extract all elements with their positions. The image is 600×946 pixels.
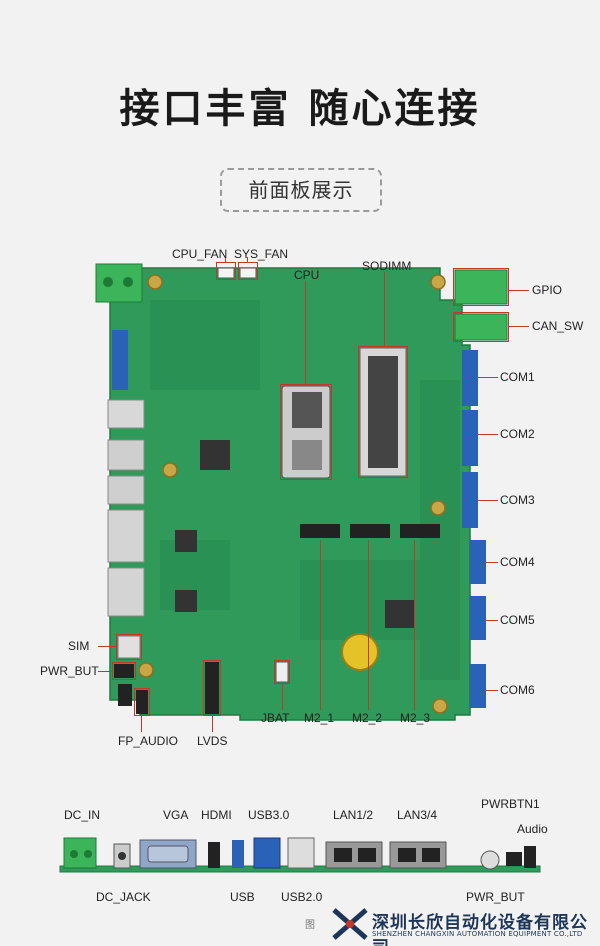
- label-fp-audio: FP_AUDIO: [118, 734, 179, 748]
- usb20-port: [287, 837, 315, 869]
- can-sw-terminal: [454, 313, 508, 341]
- lead-cpu: [305, 281, 306, 385]
- usb-port: [232, 840, 244, 868]
- label-com3: COM3: [500, 493, 535, 507]
- pwrbtn1-header: [506, 852, 522, 866]
- cpu-fan-box: [216, 262, 236, 280]
- fp-audio-box: [134, 688, 150, 716]
- label-m2-3: M2_3: [400, 711, 431, 725]
- m2-slot-1: [300, 524, 340, 538]
- sys-fan-box: [238, 262, 258, 280]
- jbat-box: [274, 660, 290, 684]
- sys-fan-header: [239, 267, 257, 279]
- label-lan34: LAN3/4: [397, 808, 438, 822]
- com-headers: [462, 350, 486, 708]
- lead-fp-audio: [141, 716, 142, 732]
- label-dc-jack: DC_JACK: [96, 890, 151, 904]
- lead-sys-fan: [247, 257, 248, 263]
- lead-lvds: [212, 716, 213, 732]
- pwr-but-box: [112, 662, 136, 680]
- image-badge: 图: [305, 920, 315, 931]
- label-m2-2: M2_2: [352, 711, 383, 725]
- label-com6: COM6: [500, 683, 535, 697]
- jbat-header: [275, 661, 289, 683]
- label-com4: COM4: [500, 555, 535, 569]
- lead-gpio: [509, 290, 529, 291]
- pwr-button: [480, 850, 500, 870]
- lead-com4: [486, 562, 498, 563]
- sodimm-box: [358, 346, 408, 478]
- label-jbat: JBAT: [261, 711, 290, 725]
- label-usb30: USB3.0: [248, 808, 290, 822]
- label-lvds: LVDS: [197, 734, 228, 748]
- label-dc-in: DC_IN: [64, 808, 101, 822]
- m2-slot-3: [400, 524, 440, 538]
- label-gpio: GPIO: [532, 283, 563, 297]
- lvds-header: [205, 662, 219, 714]
- sim-box: [116, 634, 142, 660]
- lead-sodimm: [384, 272, 385, 347]
- lead-com6: [486, 690, 498, 691]
- lead-m2-1: [320, 540, 321, 710]
- company-logo-icon: [332, 908, 368, 940]
- lead-m2-2: [368, 540, 369, 710]
- lead-can-sw: [509, 326, 529, 327]
- hdmi-port: [208, 842, 220, 868]
- label-pwr-but-io: PWR_BUT: [466, 890, 525, 904]
- label-cpu-fan: CPU_FAN: [172, 247, 228, 261]
- label-cpu: CPU: [294, 268, 320, 282]
- pwr-but-header: [114, 664, 134, 678]
- fp-audio-header: [136, 690, 148, 714]
- label-sys-fan: SYS_FAN: [234, 247, 289, 261]
- m2-slot-2: [350, 524, 390, 538]
- can-sw-box: [453, 312, 509, 342]
- label-pwrbtn1: PWRBTN1: [481, 797, 540, 811]
- lead-com3: [478, 500, 498, 501]
- coin-battery: [341, 633, 379, 671]
- lead-cpu-fan: [225, 257, 226, 263]
- label-vga: VGA: [163, 808, 189, 822]
- gpio-terminal: [454, 269, 508, 305]
- label-lan12: LAN1/2: [333, 808, 374, 822]
- label-usb20: USB2.0: [281, 890, 323, 904]
- lead-com1: [478, 377, 498, 378]
- label-com2: COM2: [500, 427, 535, 441]
- dc-terminal: [95, 263, 143, 303]
- lead-pwr-but: [98, 671, 112, 672]
- lvds-box: [203, 660, 221, 716]
- lead-com5: [486, 620, 498, 621]
- label-sodimm: SODIMM: [362, 259, 412, 273]
- lead-m2-3: [414, 540, 415, 710]
- label-m2-1: M2_1: [304, 711, 335, 725]
- label-pwr-but-board: PWR_BUT: [40, 664, 99, 678]
- vga-port-side: [112, 330, 128, 390]
- lead-sim: [98, 646, 116, 647]
- section-subtitle: 前面板展示: [220, 168, 382, 212]
- page-title: 接口丰富 随心连接: [119, 86, 481, 132]
- sim-slot: [117, 635, 141, 659]
- gpio-box: [453, 268, 509, 306]
- label-can-sw: CAN_SW: [532, 319, 584, 333]
- lead-jbat: [282, 684, 283, 710]
- label-com5: COM5: [500, 613, 535, 627]
- company-name-cn: 深圳长欣自动化设备有限公司: [372, 913, 588, 946]
- label-com1: COM1: [500, 370, 535, 384]
- label-audio: Audio: [517, 822, 548, 836]
- lead-com2: [478, 434, 498, 435]
- usb30-port: [253, 837, 281, 869]
- audio-port: [524, 846, 536, 868]
- mount-holes: [138, 274, 448, 714]
- company-name-en: SHENZHEN CHANGXIN AUTOMATION EQUIPMENT C…: [372, 930, 583, 938]
- cpu-fan-header: [217, 267, 235, 279]
- label-usb: USB: [230, 890, 255, 904]
- label-sim: SIM: [68, 639, 90, 653]
- cpu-box: [280, 384, 332, 480]
- label-hdmi: HDMI: [201, 808, 232, 822]
